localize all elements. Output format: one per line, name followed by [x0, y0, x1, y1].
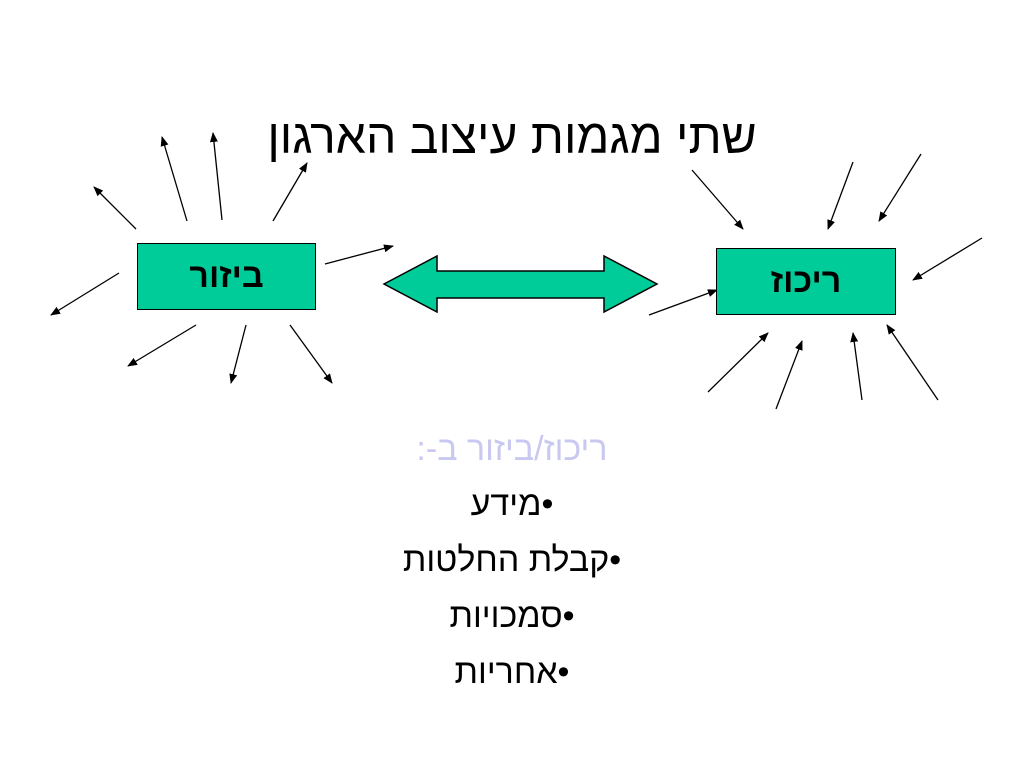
slide-title: שתי מגמות עיצוב הארגון: [267, 111, 757, 164]
list-item-authorities: •סמכויות: [449, 597, 575, 635]
outward-arrow: [160, 136, 188, 222]
decentralize-outward-arrows: [50, 132, 394, 384]
decentralization-box: ביזור: [137, 243, 316, 310]
list-item-responsibility: •אחריות: [454, 653, 570, 691]
list-heading: ריכוז/ביזור ב-:: [416, 430, 608, 468]
inward-arrow: [878, 153, 922, 222]
outward-arrow: [272, 162, 308, 222]
inward-arrow: [886, 324, 939, 401]
inward-arrow: [775, 340, 803, 410]
double-headed-arrow-icon: [382, 254, 659, 314]
inward-arrow: [707, 332, 769, 393]
inward-arrow: [850, 332, 863, 401]
inward-arrow: [827, 161, 854, 230]
list-item-decision-making: •קבלת החלטות: [402, 541, 622, 579]
centralize-inward-arrows: [648, 153, 983, 410]
outward-arrow: [50, 272, 120, 316]
topics-list: ריכוז/ביזור ב-: •מידע •קבלת החלטות •סמכו…: [0, 422, 1024, 700]
inward-arrow: [912, 237, 983, 281]
outward-arrow: [324, 244, 394, 265]
inward-arrow: [648, 289, 718, 316]
outward-arrow: [229, 324, 247, 384]
list-item-information: •מידע: [470, 485, 554, 523]
inward-arrow: [691, 169, 744, 230]
outward-arrow: [127, 324, 197, 367]
centralization-box: ריכוז: [716, 248, 896, 315]
outward-arrow: [93, 186, 137, 230]
outward-arrow: [209, 132, 223, 221]
outward-arrow: [289, 324, 333, 384]
